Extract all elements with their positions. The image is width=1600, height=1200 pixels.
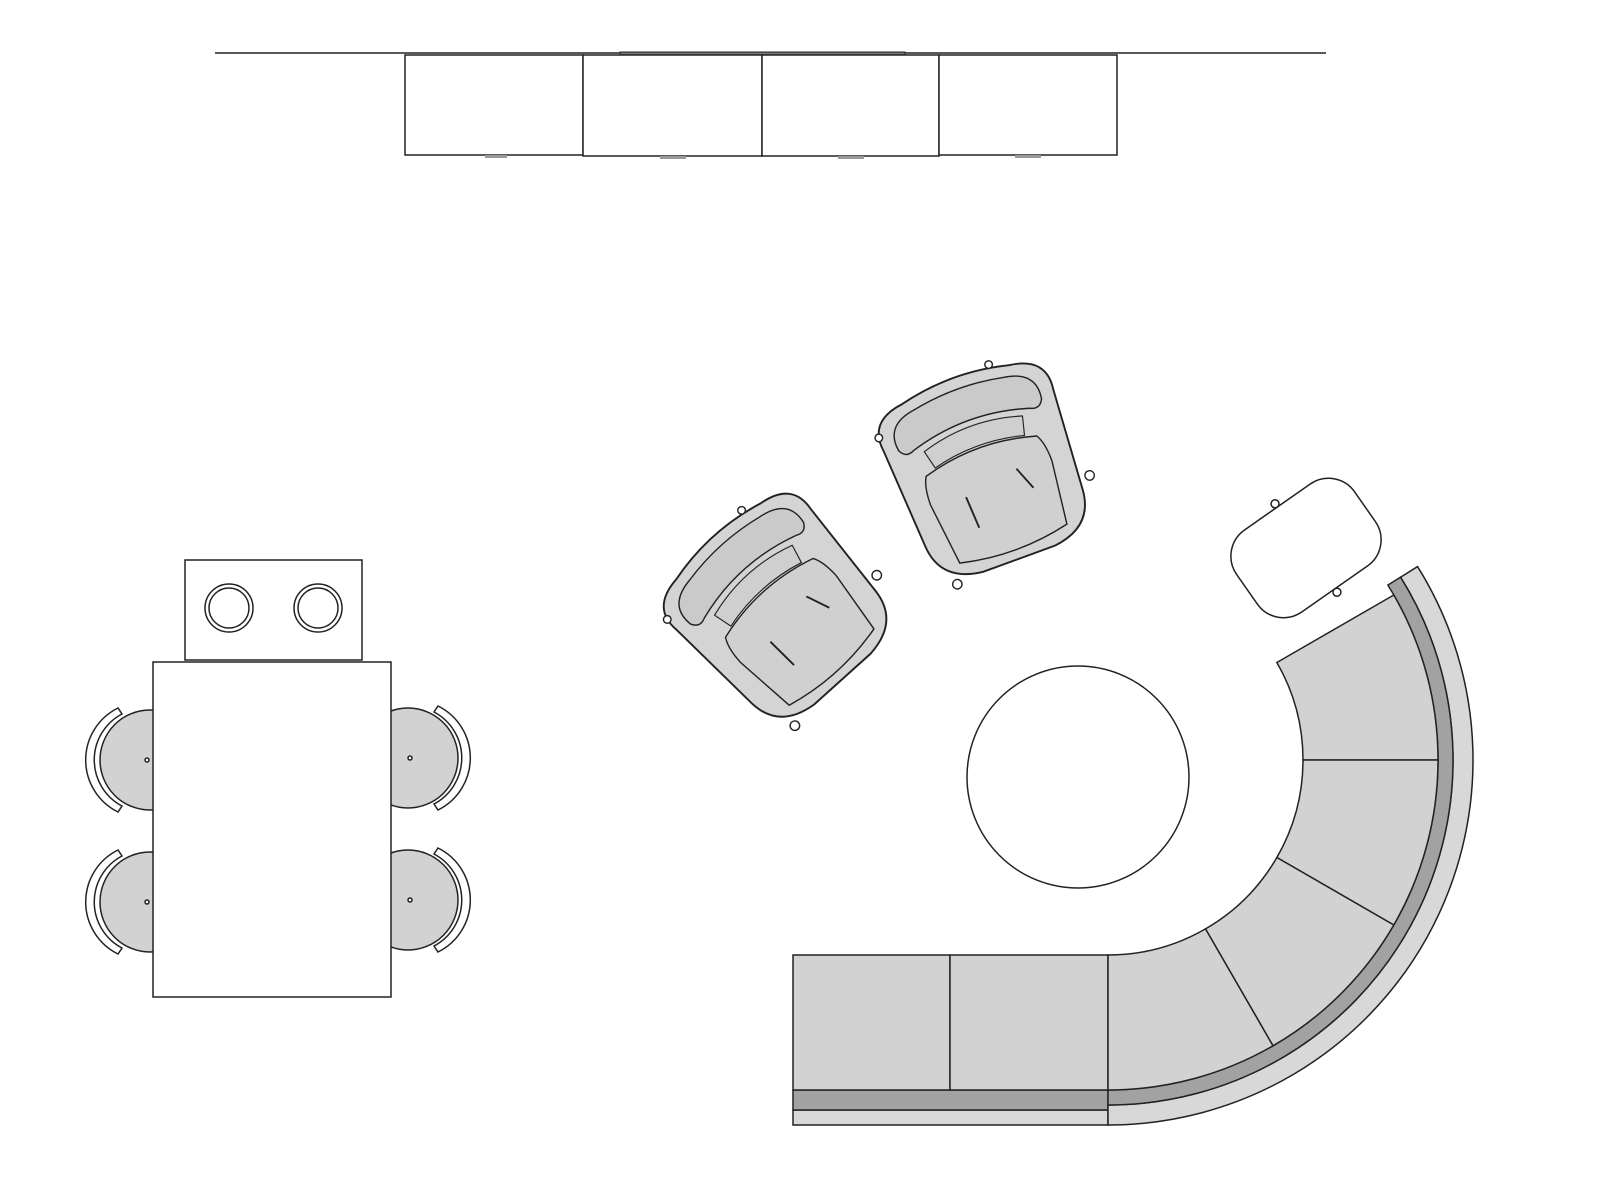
sofa-seat: [792, 954, 951, 1091]
dining-table: [152, 661, 392, 998]
lounge-chair: [862, 338, 1117, 600]
sofa-seat: [949, 954, 1109, 1091]
round-coffee-table: [966, 665, 1190, 889]
lounge-chair: [639, 465, 923, 749]
side-table: [1230, 477, 1382, 619]
bowl: [204, 583, 254, 633]
side-cabinet: [184, 559, 363, 661]
credenza: [404, 51, 1118, 159]
bowl: [293, 583, 343, 633]
sofa-seat: [1107, 927, 1275, 1091]
curved-modular-sofa: [792, 565, 1474, 1126]
